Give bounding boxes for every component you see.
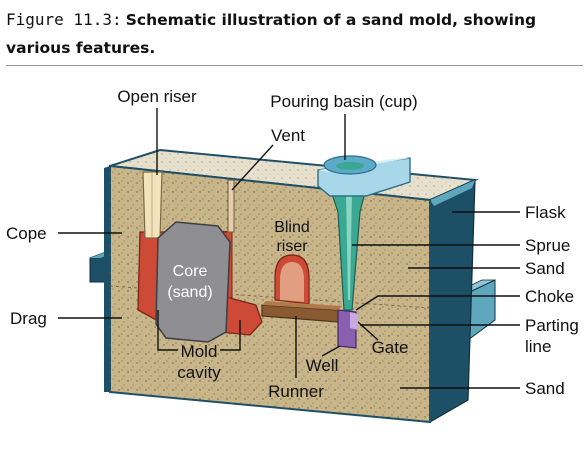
open-riser	[142, 171, 163, 239]
core-label-1: Core	[173, 263, 208, 280]
blind-riser-label-2: riser	[276, 238, 308, 255]
flask-left-edge	[104, 166, 110, 392]
mold-cavity-label-1: Mold	[181, 342, 218, 361]
flask-label: Flask	[525, 203, 566, 222]
gate	[350, 312, 358, 330]
figure-title-line-1: Schematic illustration of a sand mold, s…	[125, 11, 537, 29]
vent-label: Vent	[271, 126, 305, 145]
drag-label: Drag	[10, 309, 47, 328]
well-label: Well	[306, 356, 339, 375]
gate-label: Gate	[372, 338, 409, 357]
figure-number: Figure 11.3:	[6, 10, 122, 29]
cope-label: Cope	[6, 224, 47, 243]
blind-riser-label-1: Blind	[274, 219, 310, 236]
flask-right-face	[429, 179, 476, 424]
runner-label: Runner	[268, 382, 324, 401]
open-riser-label: Open riser	[117, 87, 197, 106]
figure-caption: Figure 11.3: Schematic illustration of a…	[6, 6, 581, 62]
figure-title-line-2: various features.	[6, 39, 156, 57]
parting-line-label-2: line	[525, 337, 551, 356]
sprue-label: Sprue	[525, 236, 570, 255]
caption-divider	[6, 65, 583, 66]
core-label-2: (sand)	[167, 284, 212, 301]
choke-label: Choke	[525, 287, 574, 306]
mold-cavity-label-2: cavity	[177, 363, 221, 382]
sand-label-bottom: Sand	[525, 379, 565, 398]
vent	[227, 179, 235, 233]
parting-line-label-1: Parting	[525, 316, 579, 335]
pouring-basin-label: Pouring basin (cup)	[270, 92, 417, 111]
sand-label-top: Sand	[525, 259, 565, 278]
core	[155, 221, 231, 343]
